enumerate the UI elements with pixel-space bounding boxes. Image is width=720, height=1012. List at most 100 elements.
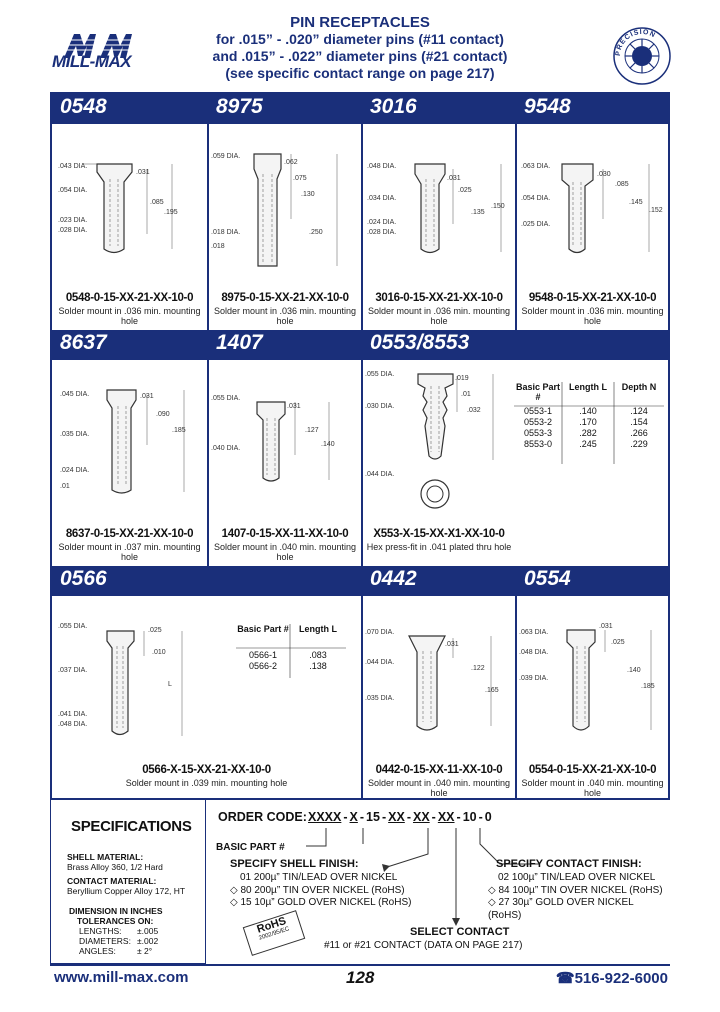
svg-text:.019: .019 [455, 375, 469, 382]
svg-text:.010: .010 [152, 649, 166, 656]
svg-text:L: L [168, 681, 172, 688]
table-0553-rows: 0553-1 .140 .124 0553-2 .170 .154 0553-3… [514, 406, 664, 450]
part-code-0553: X553-X-15-XX-X1-XX-10-0 [373, 528, 505, 540]
svg-text:.028 DIA.: .028 DIA. [367, 229, 396, 236]
code-sep: - [406, 810, 411, 824]
contact-finish-option: ◇ 84 100µ” TIN OVER NICKEL (RoHS) [488, 884, 663, 896]
part-number-0442: 0442 [370, 567, 417, 590]
svg-text:.063 DIA.: .063 DIA. [519, 629, 548, 636]
svg-text:.032: .032 [467, 407, 481, 414]
order-code: XXXX - X - 15 - XX - XX - XX - 10 - 0 [308, 810, 492, 824]
part-code-8975: 8975-0-15-XX-21-XX-10-0 [221, 292, 349, 304]
drawing-8975: .059 DIA..062.075.130.035 DIA..018 DIA..… [211, 153, 338, 267]
mount-note-0554: Solder mount in .040 min. mounting hole [521, 778, 664, 798]
contact-finish-option: 02 100µ” TIN/LEAD OVER NICKEL [498, 872, 656, 883]
cell: 0553-2 [523, 417, 553, 427]
tol-value: ±.002 [137, 936, 159, 946]
svg-text:.055 DIA.: .055 DIA. [211, 395, 240, 402]
header-depth: Depth N [621, 382, 657, 392]
svg-text:.018: .018 [211, 243, 225, 250]
part-code-0548: 0548-0-15-XX-21-XX-10-0 [65, 292, 194, 304]
svg-text:.055 DIA.: .055 DIA. [365, 371, 394, 378]
divider [207, 124, 209, 330]
svg-text:.140: .140 [321, 441, 335, 448]
svg-text:.031: .031 [136, 169, 150, 176]
svg-text:.041 DIA.: .041 DIA. [58, 711, 87, 718]
mount-note-0442: Solder mount in .040 min. mounting hole [367, 778, 511, 798]
part-number-8637: 8637 [60, 331, 107, 354]
tolerance-row: ANGLES:± 2° [67, 946, 163, 956]
mount-note-0553: Hex press-fit in .041 plated thru hole [366, 542, 512, 552]
svg-text:.048 DIA.: .048 DIA. [367, 163, 396, 170]
ordering-section: SPECIFICATIONS SHELL MATERIAL: Brass All… [50, 800, 670, 964]
drawing-0442: .070 DIA..044 DIA..035 DIA..031.122.165 [365, 629, 499, 731]
svg-text:.145: .145 [629, 199, 643, 206]
basic-part-table-0566 [236, 624, 346, 680]
code-variant: X [349, 810, 358, 824]
svg-text:.090: .090 [156, 411, 170, 418]
svg-text:.045 DIA.: .045 DIA. [60, 391, 89, 398]
svg-text:.025: .025 [148, 627, 162, 634]
svg-text:.250: .250 [309, 229, 323, 236]
cell: .245 [579, 439, 597, 449]
mount-note-8975: Solder mount in .036 min. mounting hole [213, 306, 357, 326]
contact-finish-option: ◇ 27 30µ” GOLD OVER NICKEL (RoHS) [488, 897, 634, 921]
select-contact-title: SELECT CONTACT [410, 926, 510, 938]
cell: .266 [630, 428, 648, 438]
drawing-0548: .043 DIA..054 DIA..023 DIA..028 DIA..031… [58, 163, 178, 254]
svg-text:.028 DIA.: .028 DIA. [58, 227, 87, 234]
part-number-3016: 3016 [370, 95, 417, 118]
part-code-0566: 0566-X-15-XX-21-XX-10-0 [142, 764, 271, 776]
dimension-label: DIMENSION IN INCHES [69, 906, 163, 916]
cell: .154 [630, 417, 648, 427]
svg-text:.085: .085 [150, 199, 164, 206]
mount-note-8637: Solder mount in .037 min. mounting hole [58, 542, 201, 562]
part-code-3016: 3016-0-15-XX-21-XX-10-0 [375, 292, 503, 304]
svg-text:.075: .075 [293, 175, 307, 182]
shell-material-label: SHELL MATERIAL: [67, 852, 144, 862]
specifications-title: SPECIFICATIONS [71, 818, 192, 835]
tolerance-row: DIAMETERS:±.002 [67, 936, 163, 946]
cell: .282 [579, 428, 597, 438]
drawing-0566: .055 DIA..025.037 DIA..010.041 DIA..048 … [58, 623, 183, 736]
code-sep: - [359, 810, 365, 824]
svg-text:.048 DIA.: .048 DIA. [58, 721, 87, 728]
cell: .124 [630, 406, 648, 416]
svg-text:.152: .152 [649, 207, 663, 214]
cell: 0553-3 [523, 428, 553, 438]
code-fixed: 15 [366, 810, 380, 824]
svg-text:.024 DIA.: .024 DIA. [367, 219, 396, 226]
cell: 0566-1 [248, 650, 278, 660]
cell: .229 [630, 439, 648, 449]
code-sep: - [381, 810, 387, 824]
code-shell-finish: XX [388, 810, 405, 824]
website-link[interactable]: www.mill-max.com [54, 969, 189, 986]
code-basic-part: XXXX [308, 810, 342, 824]
part-code-0554: 0554-0-15-XX-21-XX-10-0 [528, 764, 657, 776]
cell: .138 [309, 661, 327, 671]
title-line-4: (see specific contact range on page 217) [225, 65, 495, 81]
header-basic-part: Basic Part # [515, 382, 561, 402]
svg-text:.185: .185 [641, 683, 655, 690]
table-rules [514, 382, 664, 464]
drawing-3016: .048 DIA..034 DIA..024 DIA..028 DIA..031… [367, 163, 505, 254]
table-row: 0566-2 .138 [236, 661, 346, 672]
part-number-0566: 0566 [60, 567, 107, 590]
part-number-9548: 9548 [524, 95, 571, 118]
contact-material-label: CONTACT MATERIAL: [67, 876, 157, 886]
shell-material: SHELL MATERIAL: Brass Alloy 360, 1/2 Har… [67, 852, 163, 872]
svg-text:.130: .130 [301, 191, 315, 198]
order-code-label: ORDER CODE: [218, 810, 307, 824]
part-code-9548: 9548-0-15-XX-21-XX-10-0 [528, 292, 657, 304]
svg-text:.01: .01 [60, 483, 70, 490]
svg-text:.030 DIA.: .030 DIA. [365, 403, 394, 410]
shell-material-value: Brass Alloy 360, 1/2 Hard [67, 862, 163, 872]
svg-text:.023 DIA.: .023 DIA. [58, 217, 87, 224]
header-length: Length L [569, 382, 607, 392]
cell: 0553-1 [523, 406, 553, 416]
cell: .140 [579, 406, 597, 416]
header-length: Length L [299, 624, 337, 634]
order-code-leader-lines [306, 828, 540, 926]
table-rules [236, 624, 346, 678]
mount-note-0548: Solder mount in .036 min. mounting hole [58, 306, 201, 326]
